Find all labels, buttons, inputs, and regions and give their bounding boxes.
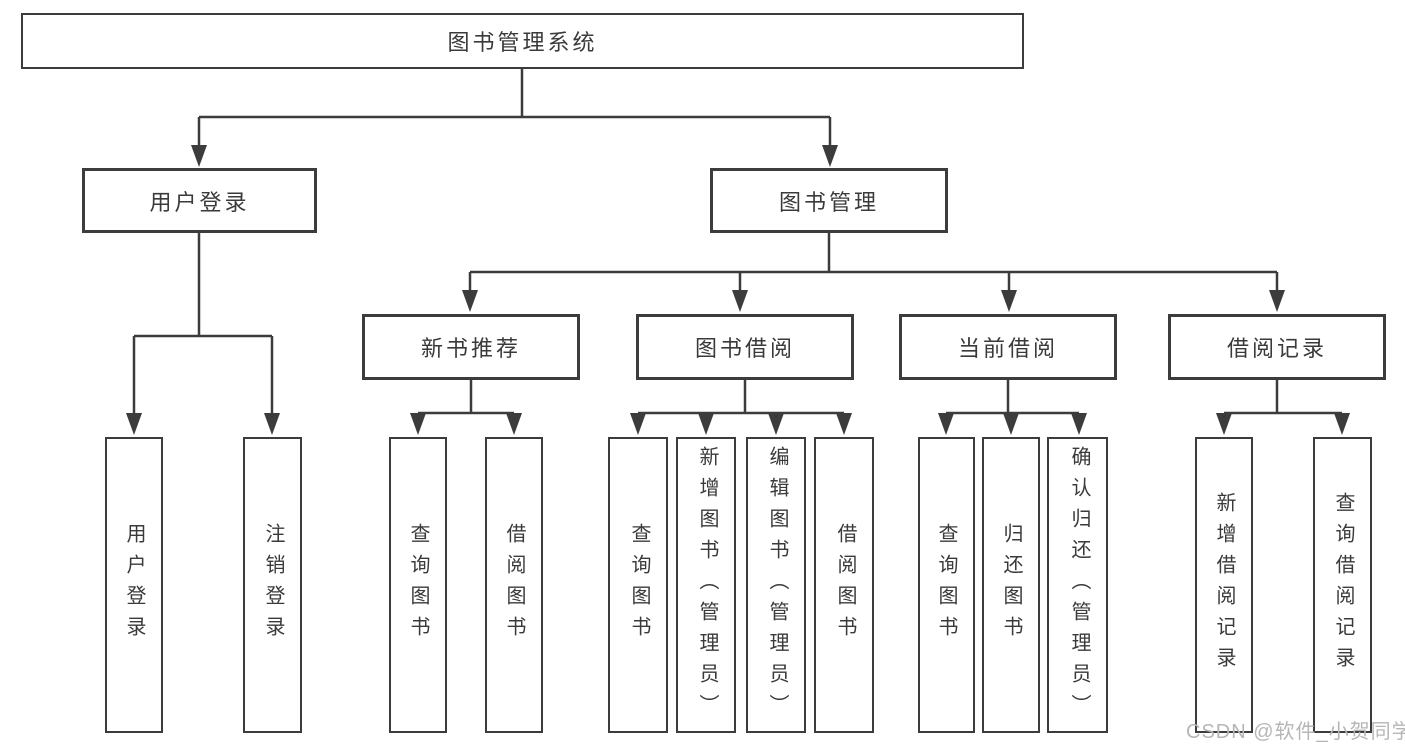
leaf-logout: 注销登录 — [243, 437, 302, 733]
node-library-management-system: 图书管理系统 — [21, 13, 1024, 69]
arrowhead — [630, 413, 646, 435]
arrowhead — [410, 413, 426, 435]
arrowhead — [191, 145, 207, 167]
leaf-borrow-books-recommend: 借阅图书 — [485, 437, 543, 733]
node-book-borrowing: 图书借阅 — [636, 314, 854, 380]
arrowhead — [1001, 290, 1017, 312]
arrowhead — [1071, 413, 1087, 435]
arrowhead — [836, 413, 852, 435]
leaf-add-borrowing-record: 新增借阅记录 — [1195, 437, 1253, 733]
leaf-confirm-return-admin: 确认归还（管理员） — [1047, 437, 1108, 733]
arrowhead — [822, 145, 838, 167]
watermark: CSDN @软件_小贺同学 — [1186, 721, 1405, 743]
arrowhead — [506, 413, 522, 435]
leaf-user-login: 用户登录 — [105, 437, 163, 733]
node-book-management-group: 图书管理 — [710, 168, 948, 233]
leaf-query-borrowing-record: 查询借阅记录 — [1313, 437, 1372, 733]
leaf-query-books-recommend: 查询图书 — [389, 437, 447, 733]
arrowhead — [1269, 290, 1285, 312]
leaf-borrow-books: 借阅图书 — [814, 437, 874, 733]
arrowhead — [732, 290, 748, 312]
node-new-book-recommendation: 新书推荐 — [362, 314, 580, 380]
leaf-edit-books-admin: 编辑图书（管理员） — [746, 437, 806, 733]
node-borrowing-records: 借阅记录 — [1168, 314, 1386, 380]
arrowhead — [698, 413, 714, 435]
arrowhead — [264, 413, 280, 435]
arrowheads — [126, 145, 1350, 435]
leaf-query-books-current: 查询图书 — [918, 437, 975, 733]
leaf-return-books: 归还图书 — [982, 437, 1040, 733]
leaf-query-books-borrowing: 查询图书 — [608, 437, 668, 733]
arrowhead — [1003, 413, 1019, 435]
arrowhead — [1334, 413, 1350, 435]
arrowhead — [126, 413, 142, 435]
arrowhead — [462, 290, 478, 312]
leaf-add-books-admin: 新增图书（管理员） — [676, 437, 736, 733]
arrowhead — [1216, 413, 1232, 435]
node-user-login-group: 用户登录 — [82, 168, 317, 233]
node-current-borrowing: 当前借阅 — [899, 314, 1117, 380]
arrowhead — [938, 413, 954, 435]
arrowhead — [768, 413, 784, 435]
